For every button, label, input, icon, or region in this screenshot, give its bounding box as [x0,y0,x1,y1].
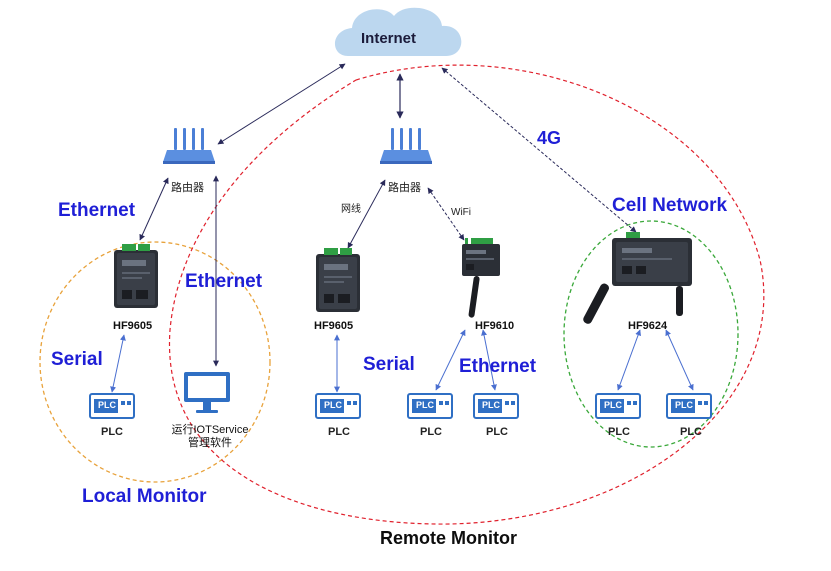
link-hf9624-plc-a [617,329,641,391]
serial-mid-label: Serial [363,354,415,375]
plc-1-screen: PLC [98,400,116,410]
plc-5-screen: PLC [604,400,622,410]
monitor-caption-line1: 运行IOTService [171,424,249,436]
ethernet-center-label: Ethernet [185,271,263,292]
plc-3-screen: PLC [416,400,434,410]
link-cloud-router-left [217,63,346,145]
device-hf9610 [462,238,500,318]
hf9605-left-label: HF9605 [113,320,153,332]
local-monitor-label: Local Monitor [82,486,207,507]
link-hf9624-plc-b [665,329,694,391]
internet-label: Internet [361,30,417,47]
link-hf9610-plc-b [481,329,497,391]
plc-4-screen: PLC [482,400,500,410]
internet-cloud [334,7,462,56]
wangxian-label: 网线 [341,204,361,215]
plc-5-caption: PLC [608,426,630,438]
plc-1-caption: PLC [101,426,123,438]
plc-3-caption: PLC [420,426,442,438]
ethernet-left-label: Ethernet [58,200,136,221]
hf9624-label: HF9624 [628,320,668,332]
router-left [163,128,215,164]
link-router-hf9605-mid [347,179,386,249]
cell-network-label: Cell Network [612,195,728,216]
link-cloud-hf9624 [441,67,637,233]
device-hf9605-left [114,244,158,308]
remote-monitor-label: Remote Monitor [380,528,517,548]
link-hf9610-plc-a [435,329,466,391]
router-mid-label: 路由器 [388,182,421,194]
plc-2-caption: PLC [328,426,350,438]
hf9605-mid-label: HF9605 [314,320,354,332]
monitor-caption-line2: 管理软件 [188,437,232,449]
link-router-hf9605-left [139,177,169,241]
monitor-caption: 运行IOTService 管理软件 [160,424,260,450]
ethernet-mid-label: Ethernet [459,356,537,377]
hf9610-label: HF9610 [475,320,515,332]
router-left-label: 路由器 [171,182,204,194]
router-mid [380,128,432,164]
monitor-icon [184,372,230,413]
device-hf9624 [583,232,692,324]
label-4g: 4G [537,128,562,148]
device-hf9605-mid [316,248,360,312]
remote-monitor-zone [168,64,765,525]
plc-6-caption: PLC [680,426,702,438]
wifi-label: WiFi [451,207,471,218]
cell-network-zone [563,220,739,448]
link-hf9605-plc-left [110,334,126,393]
plc-2-screen: PLC [324,400,342,410]
plc-6-screen: PLC [675,400,693,410]
serial-left-label: Serial [51,349,103,370]
plc-4-caption: PLC [486,426,508,438]
local-monitor-zone [39,241,271,483]
link-router-hf9610-wifi [427,187,465,241]
